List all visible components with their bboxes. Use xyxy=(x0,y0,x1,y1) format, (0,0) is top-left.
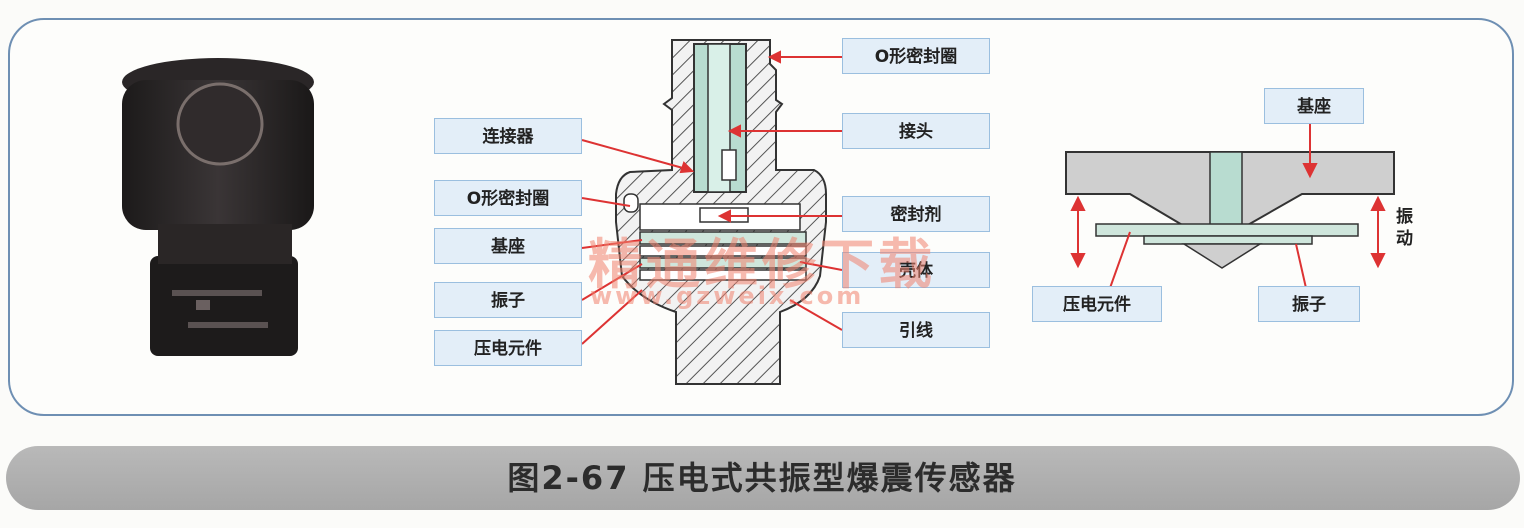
leader-lines-cross-section xyxy=(581,50,843,345)
label-housing: 壳体 xyxy=(842,252,990,288)
label-schematic-vibrator: 振子 xyxy=(1258,286,1360,322)
label-joint: 接头 xyxy=(842,113,990,149)
watermark-text: 精通维修下载 xyxy=(588,233,936,296)
label-o-ring-top: O形密封圈 xyxy=(842,38,990,74)
label-o-ring-left: O形密封圈 xyxy=(434,180,582,216)
cross-section-drawing xyxy=(615,39,827,385)
label-schematic-base: 基座 xyxy=(1264,88,1364,124)
label-vibration: 振动 xyxy=(1396,207,1413,249)
label-sealant: 密封剂 xyxy=(842,196,990,232)
schematic-drawing xyxy=(1065,151,1395,269)
label-piezo-element: 压电元件 xyxy=(434,330,582,366)
sensor-photo xyxy=(122,58,314,356)
label-connector: 连接器 xyxy=(434,118,582,154)
figure-caption: 图2-67 压电式共振型爆震传感器 xyxy=(507,459,1017,497)
label-vibrator: 振子 xyxy=(434,282,582,318)
label-base: 基座 xyxy=(434,228,582,264)
label-schematic-piezo: 压电元件 xyxy=(1032,286,1162,322)
caption-bar xyxy=(6,446,1520,510)
schematic-arrows xyxy=(1070,122,1386,289)
label-lead-wire: 引线 xyxy=(842,312,990,348)
watermark-url: www.gzweix.com xyxy=(590,282,865,310)
